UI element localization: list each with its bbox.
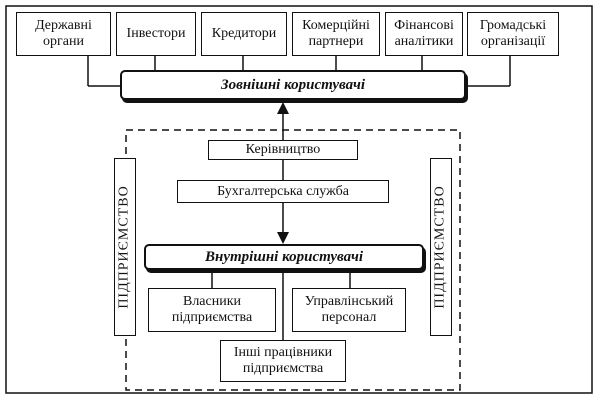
external-users-bar: Зовнішні користувачі bbox=[120, 70, 466, 100]
box-other-workers: Інші працівники підприємства bbox=[220, 340, 346, 382]
arrow-up-head bbox=[277, 102, 289, 114]
box-partners: Комерційні партнери bbox=[292, 12, 380, 56]
internal-users-bar: Внутрішні користувачі bbox=[144, 244, 424, 270]
box-accounting: Бухгалтерська служба bbox=[177, 180, 389, 203]
box-ngo: Громадські організації bbox=[467, 12, 559, 56]
box-owners: Власники підприємства bbox=[148, 288, 276, 332]
outer-frame bbox=[5, 5, 593, 394]
enterprise-label-right: ПІДПРИЄМСТВО bbox=[430, 158, 452, 336]
box-investors: Інвестори bbox=[116, 12, 196, 56]
enterprise-label-left: ПІДПРИЄМСТВО bbox=[114, 158, 136, 336]
box-managerial: Управлінський персонал bbox=[292, 288, 406, 332]
box-gov: Державні органи bbox=[16, 12, 111, 56]
box-creditors: Кредитори bbox=[201, 12, 287, 56]
arrow-down-head bbox=[277, 232, 289, 244]
box-analysts: Фінансові аналітики bbox=[385, 12, 463, 56]
box-management: Керівництво bbox=[208, 140, 358, 160]
